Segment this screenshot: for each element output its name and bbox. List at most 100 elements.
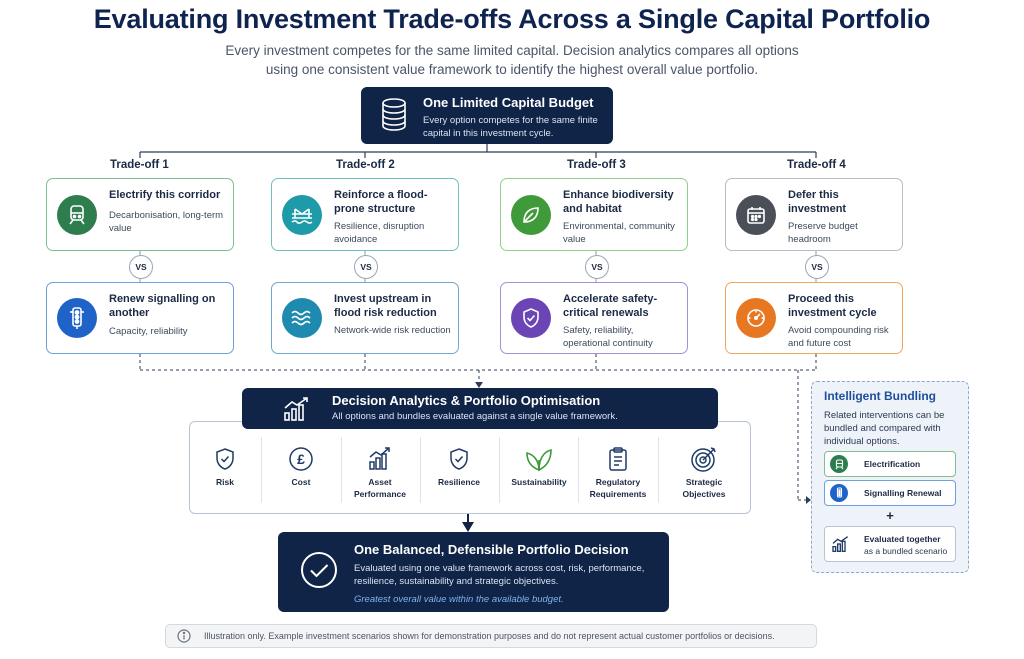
bridge-icon xyxy=(282,194,322,235)
option-description: Environmental, community value xyxy=(563,221,675,245)
bar-chart-icon xyxy=(345,444,415,474)
page-title: Evaluating Investment Trade-offs Across … xyxy=(93,4,931,34)
tradeoff-3-label: Trade-off 3 xyxy=(567,159,626,171)
page-subtitle-line2: using one consistent value framework to … xyxy=(265,62,759,77)
criterion-resilience: Resilience xyxy=(424,444,494,488)
criterion-label: Strategic Objectives xyxy=(682,477,726,499)
option-description: Decarbonisation, long-term value xyxy=(109,210,224,234)
option-card-biodiversity[interactable]: Enhance biodiversity and habitat Environ… xyxy=(500,178,688,251)
analytics-title: Decision Analytics & Portfolio Optimisat… xyxy=(332,393,601,408)
portfolio-decision-box: One Balanced, Defensible Portfolio Decis… xyxy=(278,532,669,612)
train-icon xyxy=(830,455,848,473)
option-card-flood-upstream[interactable]: Invest upstream in flood risk reduction … xyxy=(271,282,459,354)
bundle-item-electrification[interactable]: Electrification xyxy=(824,451,956,477)
info-icon xyxy=(177,629,191,648)
capital-budget-box: One Limited Capital Budget Every option … xyxy=(361,87,613,144)
analytics-subtitle: All options and bundles evaluated agains… xyxy=(332,411,618,422)
footnote: Illustration only. Example investment sc… xyxy=(165,624,817,648)
option-card-renew-signalling[interactable]: Renew signalling on another Capacity, re… xyxy=(46,282,234,354)
option-title: Reinforce a flood-prone structure xyxy=(334,189,428,215)
option-title: Defer this investment xyxy=(788,189,847,215)
intelligent-bundling-panel: Intelligent Bundling Related interventio… xyxy=(811,381,969,573)
criterion-sustainability: Sustainability xyxy=(504,444,574,488)
vs-badge: VS xyxy=(354,255,378,279)
tradeoff-2-label: Trade-off 2 xyxy=(336,159,395,171)
option-description: Safety, reliability, operational continu… xyxy=(563,325,653,349)
traffic-light-icon xyxy=(57,298,97,338)
criterion-label: Risk xyxy=(216,477,234,487)
criterion-label: Resilience xyxy=(437,477,481,487)
water-waves-icon xyxy=(282,298,322,338)
option-description: Network-wide risk reduction xyxy=(334,325,451,336)
bundled-scenario-line1: Evaluated together xyxy=(864,534,941,544)
divider xyxy=(341,437,342,503)
bar-chart-trend-icon xyxy=(831,535,851,558)
check-circle-icon xyxy=(299,550,339,595)
vs-badge: VS xyxy=(805,255,829,279)
option-card-proceed[interactable]: Proceed this investment cycle Avoid comp… xyxy=(725,282,903,354)
criterion-risk: Risk xyxy=(190,444,260,488)
footnote-text: Illustration only. Example investment sc… xyxy=(204,631,775,641)
criterion-label: Asset Performance xyxy=(354,477,406,499)
option-card-safety-renewals[interactable]: Accelerate safety-critical renewals Safe… xyxy=(500,282,688,354)
option-description: Preserve budget headroom xyxy=(788,221,858,245)
traffic-light-icon xyxy=(830,484,848,502)
tradeoff-4-label: Trade-off 4 xyxy=(787,159,846,171)
clipboard-icon xyxy=(583,444,653,474)
vs-badge: VS xyxy=(585,255,609,279)
bundled-scenario-line2: as a bundled scenario xyxy=(864,546,948,556)
bundled-scenario-box: Evaluated together as a bundled scenario xyxy=(824,526,956,562)
decision-highlight: Greatest overall value within the availa… xyxy=(354,594,564,605)
option-title: Electrify this corridor xyxy=(109,189,221,201)
criterion-label: Sustainability xyxy=(511,477,567,487)
bundle-item-signalling-renewal[interactable]: Signalling Renewal xyxy=(824,480,956,506)
option-card-defer[interactable]: Defer this investment Preserve budget he… xyxy=(725,178,903,251)
decision-analytics-bar: Decision Analytics & Portfolio Optimisat… xyxy=(242,388,718,429)
option-card-reinforce-structure[interactable]: Reinforce a flood-prone structure Resili… xyxy=(271,178,459,251)
divider xyxy=(658,437,659,503)
option-title: Enhance biodiversity and habitat xyxy=(563,189,674,215)
leaf-icon xyxy=(511,194,551,235)
bundle-item-label: Electrification xyxy=(864,459,921,469)
coin-stack-icon xyxy=(379,97,409,138)
criterion-asset-performance: Asset Performance xyxy=(345,444,415,500)
shield-check-icon xyxy=(511,298,551,338)
criterion-regulatory: Regulatory Requirements xyxy=(583,444,653,500)
train-icon xyxy=(57,194,97,235)
shield-icon xyxy=(190,444,260,474)
option-description: Resilience, disruption avoidance xyxy=(334,221,425,245)
budget-title: One Limited Capital Budget xyxy=(423,95,594,110)
svg-text:£: £ xyxy=(297,451,305,467)
divider xyxy=(499,437,500,503)
bundling-title: Intelligent Bundling xyxy=(824,389,936,403)
option-title: Invest upstream in flood risk reduction xyxy=(334,293,437,319)
leaf-icon xyxy=(504,444,574,474)
option-card-electrify[interactable]: Electrify this corridor Decarbonisation,… xyxy=(46,178,234,251)
option-title: Renew signalling on another xyxy=(109,293,216,319)
divider xyxy=(261,437,262,503)
bundle-item-label: Signalling Renewal xyxy=(864,488,942,498)
bundling-description: Related interventions can be bundled and… xyxy=(824,410,945,447)
tradeoff-1-label: Trade-off 1 xyxy=(110,159,169,171)
decision-description: Evaluated using one value framework acro… xyxy=(354,563,645,587)
plus-sign: + xyxy=(886,508,894,523)
divider xyxy=(420,437,421,503)
budget-description: Every option competes for the same finit… xyxy=(423,115,598,139)
gauge-icon xyxy=(736,298,776,338)
vs-badge: VS xyxy=(129,255,153,279)
bar-chart-trend-icon xyxy=(282,396,312,427)
criterion-cost: £ Cost xyxy=(266,444,336,488)
criterion-label: Regulatory Requirements xyxy=(589,477,647,499)
option-title: Accelerate safety-critical renewals xyxy=(563,293,658,319)
pound-icon: £ xyxy=(266,444,336,474)
criteria-panel: Risk £ Cost Asset Performance Resilience… xyxy=(189,421,751,514)
option-description: Capacity, reliability xyxy=(109,326,188,337)
criterion-strategic-objectives: Strategic Objectives xyxy=(669,444,739,500)
shield-check-icon xyxy=(424,444,494,474)
target-icon xyxy=(669,444,739,474)
option-description: Avoid compounding risk and future cost xyxy=(788,325,889,349)
calendar-icon xyxy=(736,194,776,235)
option-title: Proceed this investment cycle xyxy=(788,293,877,319)
criterion-label: Cost xyxy=(291,477,311,487)
